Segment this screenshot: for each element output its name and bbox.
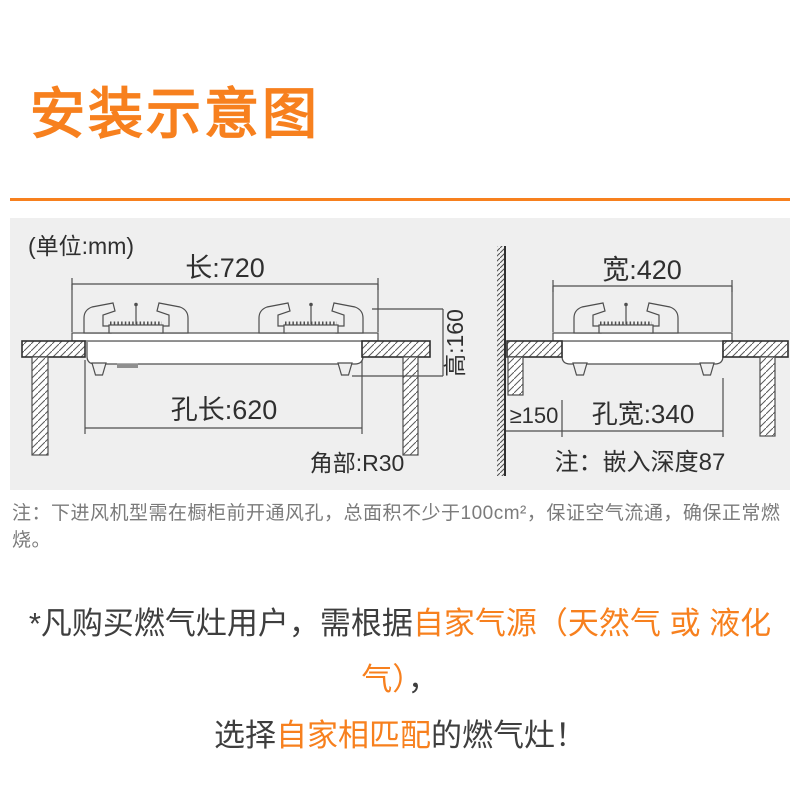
hole-width-dimension-label: 孔宽:340 [592, 399, 695, 429]
title-underline [10, 198, 790, 201]
side-view-drawing: 宽:420 ≥150 孔宽:340 注：嵌入深度87 [497, 246, 789, 476]
unit-label: (单位:mm) [28, 233, 134, 259]
countertop-front [21, 340, 431, 358]
stove-vent [117, 363, 138, 368]
diagram-panel: 长:720 孔长:620 高:160 角部:R30 [10, 218, 790, 490]
stove-foot [337, 362, 353, 376]
width-dimension-label: 宽:420 [602, 255, 682, 285]
burner-front-left [82, 300, 190, 335]
wall [497, 246, 506, 476]
install-note: 注：下进风机型需在橱柜前开通风孔，总面积不少于100cm²，保证空气流通，确保正… [12, 503, 781, 551]
width-dimension [552, 280, 733, 332]
stove-body-side [561, 342, 724, 365]
burner-side [572, 300, 680, 335]
stove-glass-top-front [71, 332, 379, 342]
height-dimension [352, 308, 444, 377]
cabinet-legs-side [507, 356, 776, 437]
stove-foot [572, 362, 588, 376]
hole-width-dimension [506, 378, 724, 437]
stove-glass-top-side [552, 332, 733, 342]
warning-line1-highlight: 自家气源（天然气 或 液化气） [361, 606, 772, 697]
countertop-side [506, 340, 789, 358]
warning-line2-highlight: 自家相匹配 [276, 718, 431, 753]
gas-type-warning: *凡购买燃气灶用户，需根据自家气源（天然气 或 液化气）， 选择自家相匹配的燃气… [0, 596, 800, 764]
cabinet-legs-front [31, 356, 419, 456]
stove-foot [699, 362, 715, 376]
warning-line1-prefix: *凡购买燃气灶用户，需根据 [28, 606, 413, 641]
length-dimension [71, 278, 379, 332]
front-view-drawing: 长:720 孔长:620 高:160 角部:R30 [21, 253, 468, 476]
hole-length-dimension-label: 孔长:620 [171, 395, 278, 425]
warning-line1-suffix: ， [407, 662, 439, 697]
installation-diagram: 长:720 孔长:620 高:160 角部:R30 [21, 233, 789, 476]
page-title: 安装示意图 [30, 83, 321, 145]
hole-length-dimension [84, 360, 363, 434]
burner-front-right [257, 300, 365, 335]
wall-clearance-label: ≥150 [510, 403, 559, 428]
height-dimension-label: 高:160 [442, 309, 468, 377]
stove-foot [91, 362, 107, 376]
embed-depth-note: 注：嵌入深度87 [555, 449, 726, 476]
corner-radius-label: 角部:R30 [310, 450, 405, 476]
length-dimension-label: 长:720 [185, 253, 265, 283]
warning-line2-suffix: 的燃气灶！ [431, 718, 586, 753]
warning-line2-prefix: 选择 [214, 718, 276, 753]
stove-body-front [86, 342, 364, 365]
